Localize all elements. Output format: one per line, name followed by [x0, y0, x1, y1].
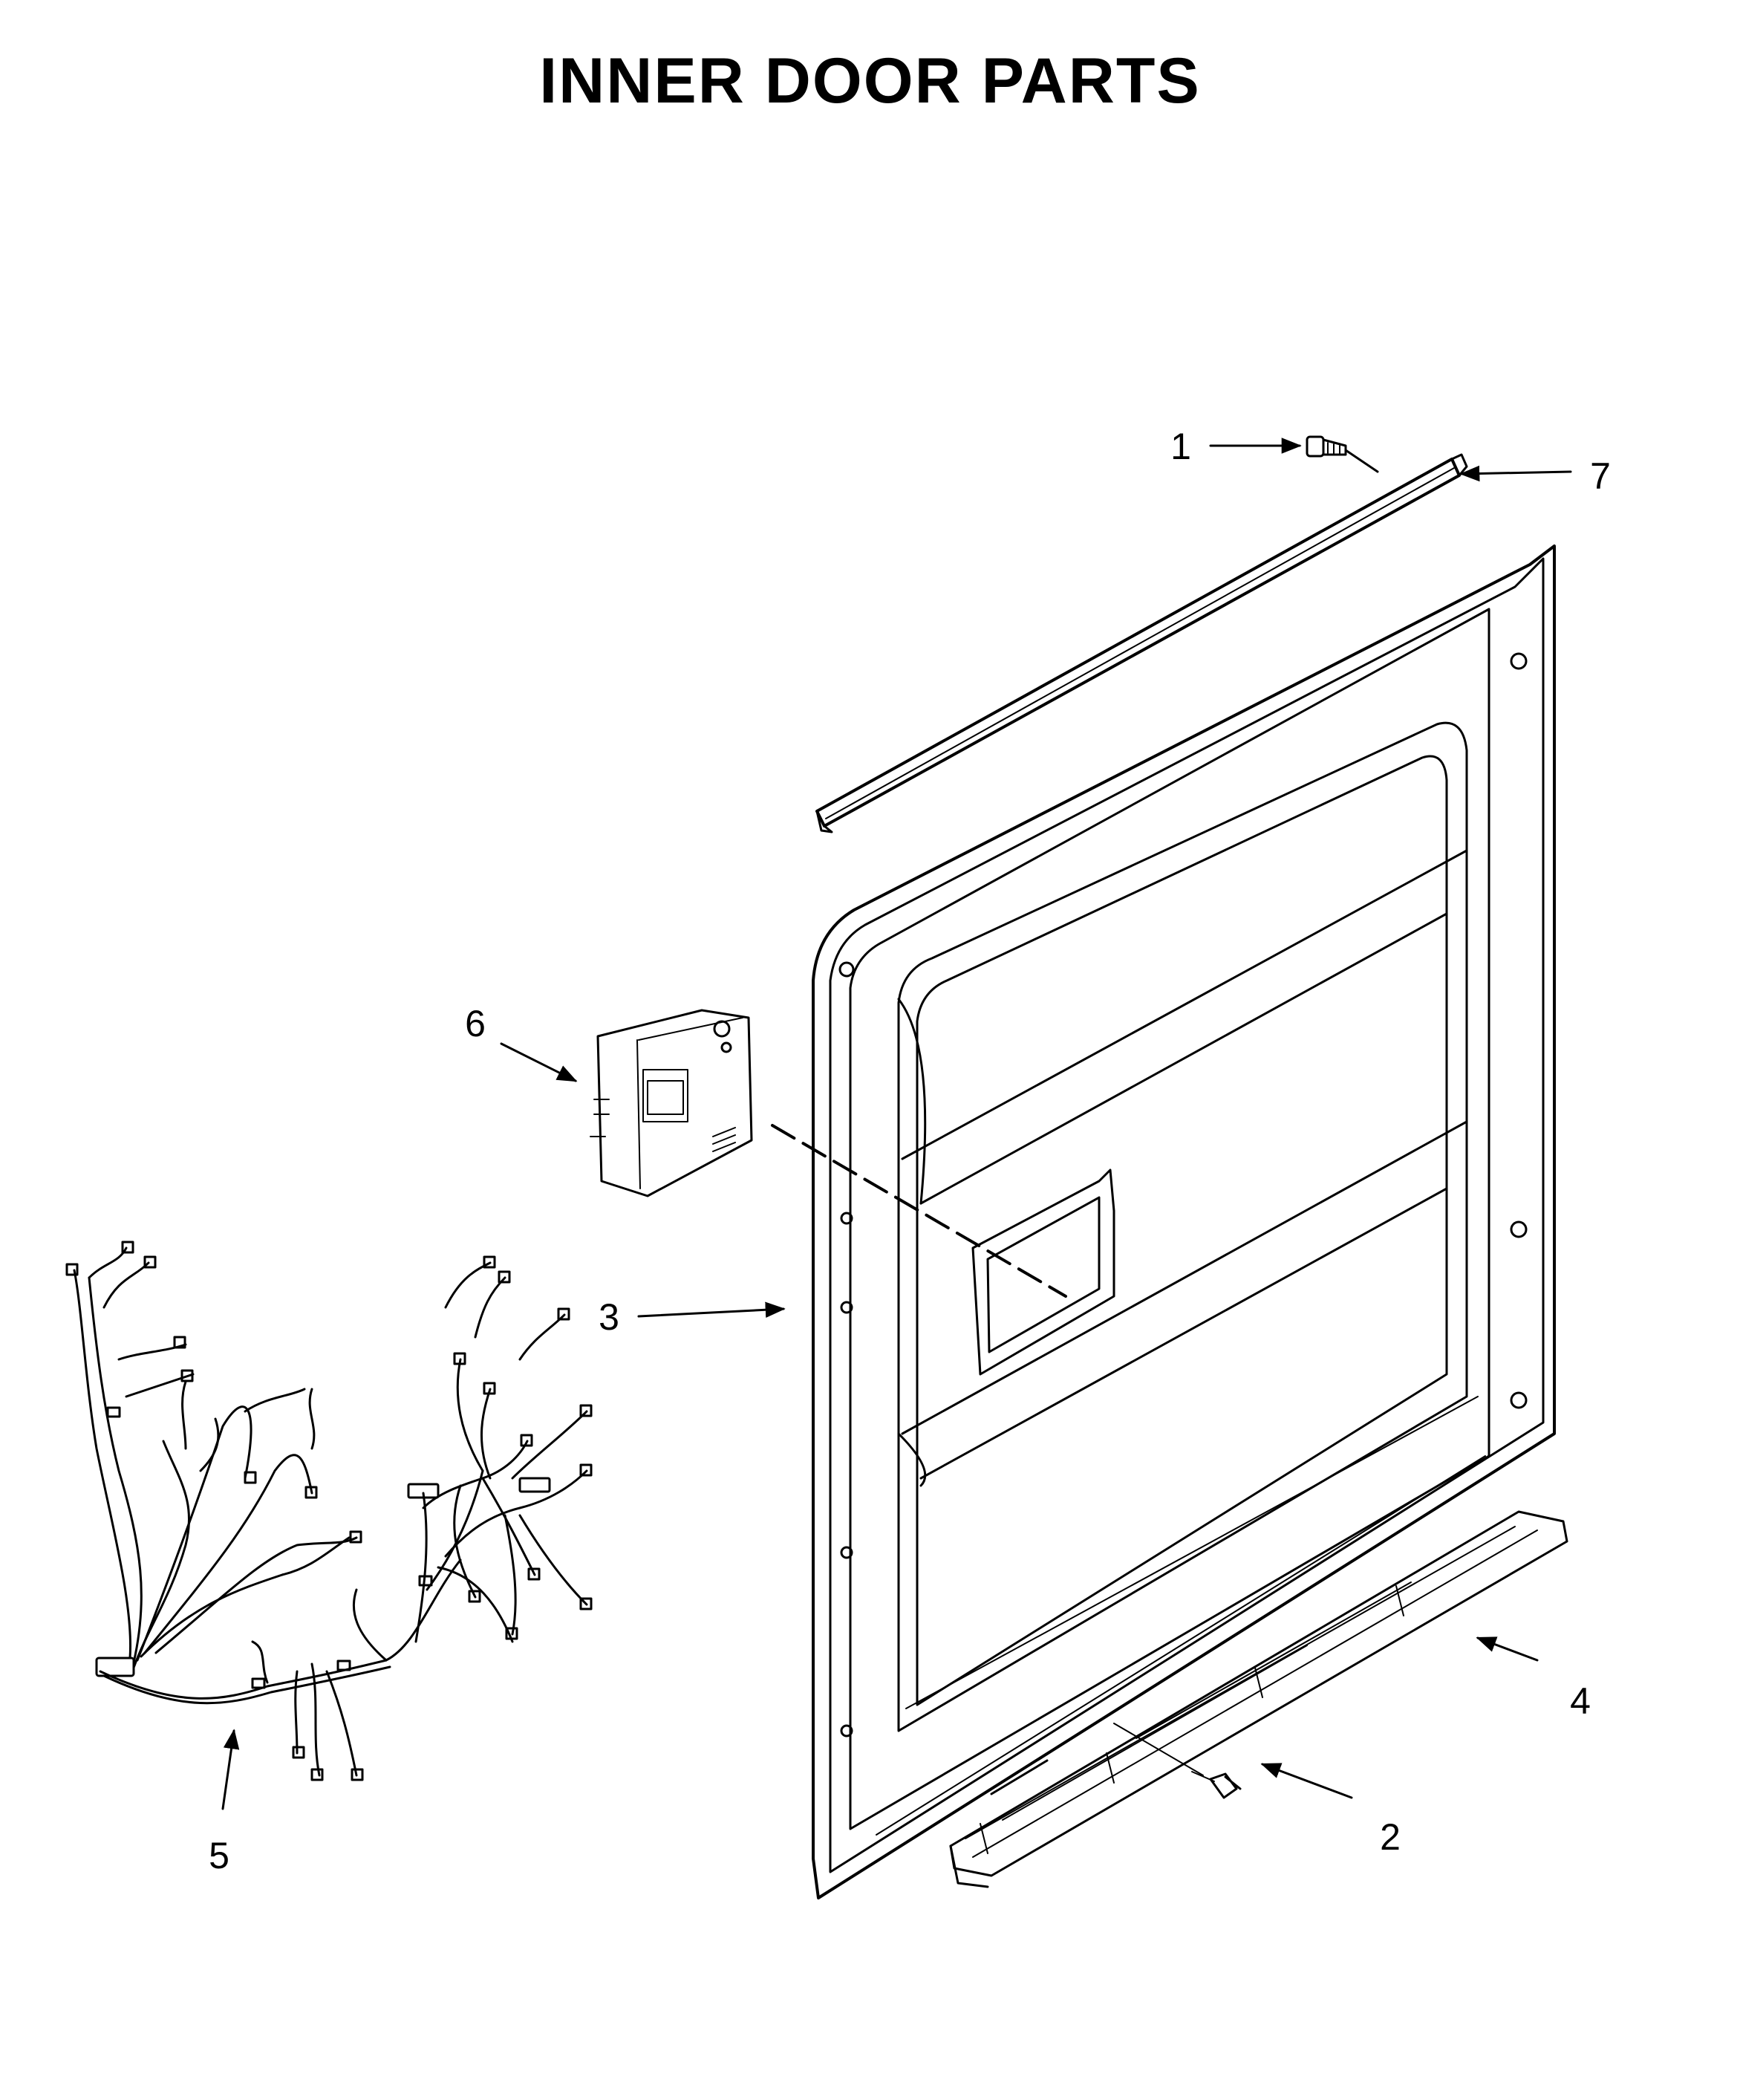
callout-3: 3 — [599, 1296, 619, 1338]
bottom-vent-strip[interactable] — [949, 1510, 1568, 1888]
arrow-2-ext — [990, 1759, 1049, 1795]
assembly-line — [771, 1124, 1067, 1298]
callout-7: 7 — [1590, 455, 1611, 497]
screw-top[interactable] — [1306, 435, 1379, 473]
screw-bottom[interactable] — [1113, 1723, 1242, 1799]
arrow-2 — [1260, 1763, 1353, 1799]
arrow-7 — [1459, 465, 1572, 482]
arrow-6 — [500, 1042, 578, 1082]
arrow-5 — [221, 1729, 240, 1810]
callout-1: 1 — [1170, 426, 1191, 467]
callout-2: 2 — [1380, 1816, 1401, 1858]
door-top-seal[interactable] — [815, 453, 1468, 833]
callout-4: 4 — [1570, 1680, 1591, 1722]
callout-6: 6 — [465, 1003, 486, 1044]
callout-5: 5 — [209, 1835, 229, 1876]
inner-door-panel[interactable] — [812, 544, 1556, 1899]
page-title: INNER DOOR PARTS — [539, 45, 1201, 117]
arrow-3 — [637, 1301, 786, 1319]
arrow-4 — [1476, 1636, 1539, 1662]
leader-arrows — [221, 438, 1572, 1810]
control-module[interactable] — [590, 1009, 753, 1197]
wire-harness[interactable] — [65, 1241, 593, 1781]
